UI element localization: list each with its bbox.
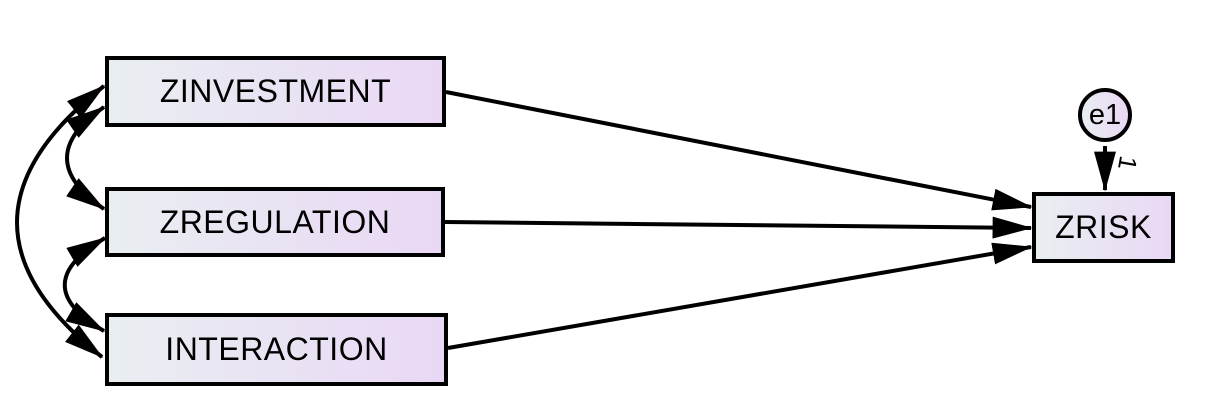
regression-arrow-interaction-to-zrisk[interactable] bbox=[447, 242, 1033, 350]
node-interaction-label: INTERACTION bbox=[165, 331, 388, 367]
regression-arrow-zregulation-to-zrisk[interactable] bbox=[444, 216, 1033, 239]
covariance-curve-zinvestment-zregulation[interactable] bbox=[65, 105, 106, 211]
regression-arrow-zinvestment-to-zrisk[interactable] bbox=[445, 90, 1033, 211]
node-zinvestment-label: ZINVESTMENT bbox=[159, 73, 392, 109]
e1-path-weight-label: 1 bbox=[1112, 153, 1143, 173]
node-e1-error-term[interactable]: e1 bbox=[1078, 88, 1132, 142]
node-zregulation[interactable]: ZREGULATION bbox=[105, 187, 445, 257]
node-zrisk-label: ZRISK bbox=[1055, 209, 1152, 245]
node-zinvestment[interactable]: ZINVESTMENT bbox=[105, 56, 446, 127]
covariance-curve-zinvestment-interaction[interactable] bbox=[15, 84, 106, 359]
node-zregulation-label: ZREGULATION bbox=[159, 203, 391, 240]
covariance-curve-zregulation-interaction[interactable] bbox=[62, 236, 107, 333]
node-zrisk[interactable]: ZRISK bbox=[1032, 192, 1175, 263]
node-e1-label: e1 bbox=[1088, 98, 1122, 131]
node-interaction[interactable]: INTERACTION bbox=[105, 313, 448, 386]
